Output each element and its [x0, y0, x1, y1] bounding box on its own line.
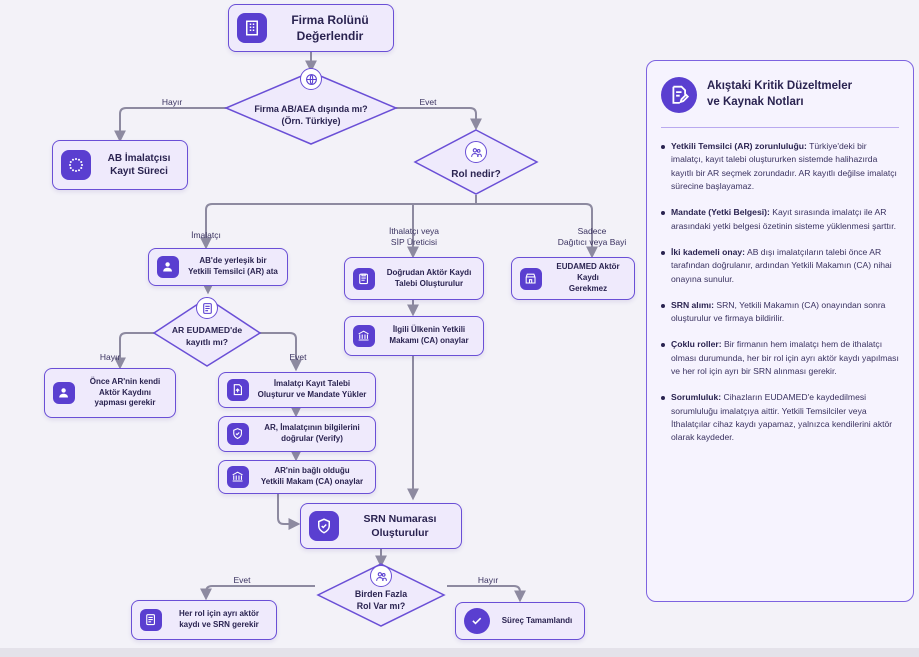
eu-manufacturer-label: AB İmalatçısı Kayıt Süreci: [107, 152, 171, 178]
decision-multi-role-label: Birden Fazla Rol Var mı?: [354, 589, 408, 611]
note-text: AB dışı imalatçıların talebi önce AR tar…: [671, 246, 892, 284]
edge-label-no-top: Hayır: [161, 97, 183, 107]
eudamed-not-required-label: EUDAMED Aktör Kaydı Gerekmez: [556, 262, 620, 293]
edge-label-yes-multi: Evet: [233, 575, 251, 585]
bullet-icon: [661, 343, 665, 348]
note-head: Çoklu roller:: [671, 339, 722, 350]
eu-manufacturer-node: AB İmalatçısı Kayıt Süreci: [52, 140, 188, 190]
separate-registration-node: Her rol için ayrı aktör kaydı ve SRN ger…: [131, 600, 277, 640]
person-icon: [53, 382, 75, 404]
process-done-node: Süreç Tamamlandı: [455, 602, 585, 640]
ar-verify-node: AR, İmalatçının bilgilerini doğrular (Ve…: [218, 416, 376, 452]
decision-outside-eu-label: Firma AB/AEA dışında mı? (Örn. Türkiye): [254, 104, 368, 127]
edge-label-no-multi: Hayır: [477, 575, 499, 585]
globe-icon: [300, 68, 322, 90]
clipboard-icon: [353, 267, 375, 290]
bullet-icon: [661, 211, 665, 216]
edge-label-no-ar: Hayır: [99, 352, 121, 362]
bottom-strip: [0, 648, 919, 657]
note-head: Mandate (Yetki Belgesi):: [671, 207, 770, 218]
start-label: Firma Rolünü Değerlendir: [291, 12, 369, 43]
document-icon: [140, 609, 162, 631]
decision-role: Rol nedir?: [413, 128, 539, 196]
ar-first-node: Önce AR'nin kendi Aktör Kaydını yapması …: [44, 368, 176, 418]
note-item: Çoklu roller: Bir firmanın hem imalatçı …: [661, 338, 899, 378]
edge-label-distributor: Sadece Dağıtıcı veya Bayi: [557, 226, 627, 248]
bullet-icon: [661, 250, 665, 255]
bullet-icon: [661, 396, 665, 401]
check-circle-icon: [464, 608, 490, 634]
eu-stars-icon: [61, 150, 91, 180]
note-item: Yetkili Temsilci (AR) zorunluluğu: Türki…: [661, 140, 899, 193]
note-item: SRN alımı: SRN, Yetkili Makamın (CA) ona…: [661, 299, 899, 326]
decision-multi-role: Birden Fazla Rol Var mı?: [316, 562, 446, 628]
users-icon: [370, 565, 392, 587]
direct-request-node: Doğrudan Aktör Kaydı Talebi Oluşturulur: [344, 257, 484, 300]
country-ca-node: İlgili Ülkenin Yetkili Makamı (CA) onayl…: [344, 316, 484, 356]
note-text: SRN, Yetkili Makamın (CA) onayından sonr…: [671, 299, 886, 324]
start-node: Firma Rolünü Değerlendir: [228, 4, 394, 52]
document-upload-icon: [227, 379, 249, 401]
ar-ca-approve-node: AR'nin bağlı olduğu Yetkili Makam (CA) o…: [218, 460, 376, 494]
srn-created-node: SRN Numarası Oluşturulur: [300, 503, 462, 549]
srn-created-label: SRN Numarası Oluşturulur: [363, 512, 437, 539]
decision-outside-eu: Firma AB/AEA dışında mı? (Örn. Türkiye): [224, 68, 398, 146]
decision-ar-registered-label: AR EUDAMED'de kayıtlı mı?: [171, 325, 243, 347]
shield-check-icon: [309, 511, 339, 541]
ar-first-label: Önce AR'nin kendi Aktör Kaydını yapması …: [89, 376, 161, 408]
notes-panel-header: Akıştaki Kritik Düzeltmeler ve Kaynak No…: [661, 77, 899, 113]
ar-ca-approve-label: AR'nin bağlı olduğu Yetkili Makam (CA) o…: [260, 466, 364, 486]
separate-registration-label: Her rol için ayrı aktör kaydı ve SRN ger…: [178, 609, 260, 629]
appoint-ar-label: AB'de yerleşik bir Yetkili Temsilci (AR)…: [188, 256, 278, 276]
note-item: İki kademeli onay: AB dışı imalatçıların…: [661, 246, 899, 286]
bullet-icon: [661, 303, 665, 308]
note-text: Bir firmanın hem imalatçı hem de ithalat…: [671, 339, 899, 377]
note-text: Türkiye'deki bir imalatçı, kayıt talebi …: [671, 141, 897, 191]
appoint-ar-node: AB'de yerleşik bir Yetkili Temsilci (AR)…: [148, 248, 288, 286]
mfr-request-label: İmalatçı Kayıt Talebi Oluşturur ve Manda…: [257, 379, 367, 399]
edge-label-importer: İthalatçı veya SİP Üreticisi: [388, 226, 440, 248]
institution-icon: [227, 466, 249, 488]
shield-check-icon: [227, 423, 249, 445]
notes-panel-divider: [661, 127, 899, 128]
notes-panel-title: Akıştaki Kritik Düzeltmeler ve Kaynak No…: [707, 80, 853, 108]
note-item: Mandate (Yetki Belgesi): Kayıt sırasında…: [661, 206, 899, 233]
decision-role-label: Rol nedir?: [451, 169, 501, 180]
note-text: Cihazların EUDAMED'e kaydedilmesi soruml…: [671, 392, 893, 443]
store-icon: [520, 267, 542, 290]
edge-label-manufacturer: İmalatçı: [191, 230, 221, 240]
note-head: Yetkili Temsilci (AR) zorunluluğu:: [671, 141, 807, 151]
document-icon: [196, 297, 218, 319]
users-icon: [465, 141, 487, 163]
building-icon: [237, 13, 267, 43]
bullet-icon: [661, 145, 665, 149]
mfr-request-node: İmalatçı Kayıt Talebi Oluşturur ve Manda…: [218, 372, 376, 408]
edit-document-icon: [661, 77, 697, 113]
person-icon: [157, 256, 179, 278]
note-item: Sorumluluk: Cihazların EUDAMED'e kaydedi…: [661, 391, 899, 444]
process-done-label: Süreç Tamamlandı: [501, 615, 573, 625]
note-head: İki kademeli onay:: [671, 246, 746, 257]
direct-request-label: Doğrudan Aktör Kaydı Talebi Oluşturulur: [386, 267, 472, 288]
notes-panel: Akıştaki Kritik Düzeltmeler ve Kaynak No…: [646, 60, 914, 602]
country-ca-label: İlgili Ülkenin Yetkili Makamı (CA) onayl…: [389, 325, 469, 345]
institution-icon: [353, 325, 375, 347]
eudamed-not-required-node: EUDAMED Aktör Kaydı Gerekmez: [511, 257, 635, 300]
note-head: SRN alımı:: [671, 299, 714, 310]
edge-label-yes-top: Evet: [419, 97, 437, 107]
decision-ar-registered: AR EUDAMED'de kayıtlı mı?: [152, 294, 262, 368]
note-head: Sorumluluk:: [671, 392, 722, 403]
edge-label-yes-ar: Evet: [289, 352, 307, 362]
ar-verify-label: AR, İmalatçının bilgilerini doğrular (Ve…: [264, 423, 360, 443]
note-text: Kayıt sırasında imalatçı ile AR arasında…: [671, 207, 896, 231]
